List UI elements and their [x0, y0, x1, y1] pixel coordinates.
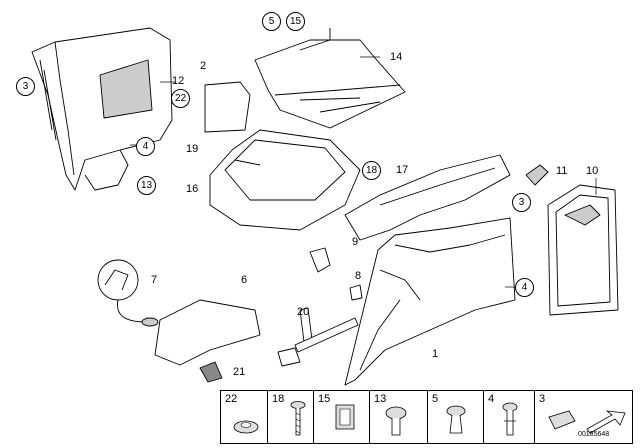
- callout-3b: 3: [512, 193, 531, 212]
- callout-14: 14: [390, 51, 403, 63]
- seat-back-trim-part: [31, 27, 173, 191]
- trim-cover-part: [154, 299, 261, 366]
- legend-number: 15: [318, 393, 331, 405]
- floor-panel-part: [254, 28, 406, 129]
- callout-16: 16: [186, 183, 199, 195]
- callout-6: 6: [241, 274, 248, 286]
- callout-15: 15: [286, 12, 305, 31]
- legend-cell: 5: [428, 391, 484, 443]
- storage-tray-part: [209, 129, 361, 231]
- callout-9: 9: [352, 236, 359, 248]
- side-panel-part: [547, 184, 619, 316]
- callout-20: 20: [297, 306, 310, 318]
- callout-19: 19: [186, 143, 199, 155]
- clip-pin-icon: [502, 402, 518, 436]
- fastener-legend: 22 18 15 13 5 4 3: [220, 390, 633, 444]
- callout-2: 2: [200, 60, 207, 72]
- legend-cell: 13: [370, 391, 428, 443]
- callout-4b: 4: [515, 278, 534, 297]
- document-id: 00185648: [578, 431, 610, 438]
- callout-22: 22: [171, 89, 190, 108]
- push-rivet-icon: [385, 406, 407, 436]
- legend-number: 18: [272, 393, 285, 405]
- legend-number: 4: [488, 393, 495, 405]
- callout-18: 18: [362, 161, 381, 180]
- clip-nut-icon: [335, 404, 355, 430]
- legend-number: 5: [432, 393, 439, 405]
- strip-part: [199, 361, 223, 383]
- clip-part: [525, 164, 549, 186]
- callout-10: 10: [586, 165, 599, 177]
- small-bracket-part: [309, 247, 331, 273]
- screw-icon: [290, 401, 306, 436]
- cable-part: [97, 259, 159, 327]
- legend-cell: 4: [484, 391, 535, 443]
- callout-1: 1: [432, 348, 439, 360]
- callout-4: 4: [136, 137, 155, 156]
- callout-8: 8: [355, 270, 362, 282]
- callout-12: 12: [172, 75, 185, 87]
- callout-21: 21: [233, 366, 246, 378]
- callout-7: 7: [151, 274, 158, 286]
- callout-5: 5: [262, 12, 281, 31]
- spring-nut-icon: [548, 410, 626, 434]
- strap-part: [277, 307, 359, 367]
- legend-cell: 22: [221, 391, 268, 443]
- cover-plate-part: [204, 81, 251, 133]
- callout-3: 3: [16, 77, 35, 96]
- small-clip-part: [349, 284, 363, 301]
- bracket-part: [344, 154, 511, 241]
- legend-number: 13: [374, 393, 387, 405]
- callout-11: 11: [556, 165, 568, 177]
- legend-cell: 3: [535, 391, 634, 443]
- side-trim-part: [344, 217, 516, 386]
- callout-17: 17: [396, 164, 409, 176]
- grommet-icon: [233, 420, 259, 434]
- legend-number: 3: [539, 393, 546, 405]
- legend-cell: 15: [314, 391, 370, 443]
- expanding-rivet-icon: [446, 405, 466, 434]
- callout-13: 13: [137, 176, 156, 195]
- legend-number: 22: [225, 393, 238, 405]
- legend-cell: 18: [268, 391, 314, 443]
